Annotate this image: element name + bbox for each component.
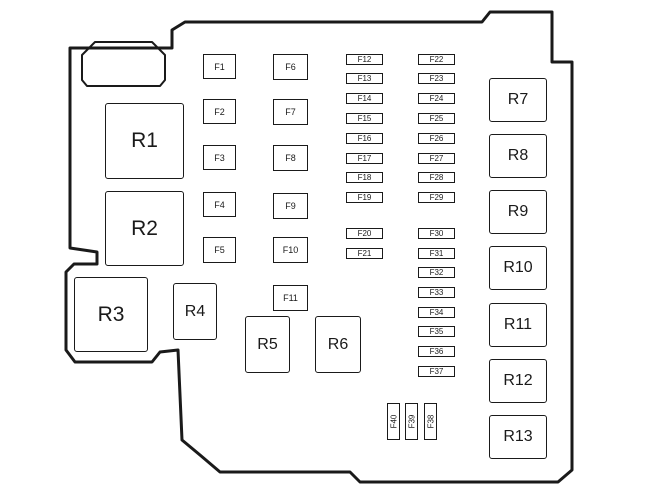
fuse-f1: F1 xyxy=(203,54,236,79)
fuse-f34: F34 xyxy=(418,307,455,318)
fuse-f13: F13 xyxy=(346,73,383,84)
relay-r6: R6 xyxy=(315,316,361,373)
fuse-f33: F33 xyxy=(418,287,455,298)
fuse-f5: F5 xyxy=(203,237,236,263)
fuse-f27: F27 xyxy=(418,153,455,164)
fuse-box-outline xyxy=(64,10,574,484)
relay-r9: R9 xyxy=(489,190,547,234)
fuse-f36: F36 xyxy=(418,346,455,357)
fuse-f14: F14 xyxy=(346,93,383,104)
relay-r13: R13 xyxy=(489,415,547,459)
connector-outline xyxy=(81,41,166,87)
relay-r2: R2 xyxy=(105,191,184,266)
fuse-f20: F20 xyxy=(346,228,383,239)
fuse-f16: F16 xyxy=(346,133,383,144)
fuse-f22: F22 xyxy=(418,54,455,65)
fuse-f9: F9 xyxy=(273,193,308,219)
relay-r11: R11 xyxy=(489,303,547,347)
fuse-f40-label: F40 xyxy=(389,414,399,429)
fuse-f15: F15 xyxy=(346,113,383,124)
fuse-f12: F12 xyxy=(346,54,383,65)
fuse-f23: F23 xyxy=(418,73,455,84)
relay-r1: R1 xyxy=(105,103,184,179)
fuse-f37: F37 xyxy=(418,366,455,377)
relay-r7: R7 xyxy=(489,78,547,122)
fuse-f35: F35 xyxy=(418,326,455,337)
fuse-f24: F24 xyxy=(418,93,455,104)
relay-r5: R5 xyxy=(245,316,290,373)
relay-r8: R8 xyxy=(489,134,547,178)
fuse-f25: F25 xyxy=(418,113,455,124)
fuse-f17: F17 xyxy=(346,153,383,164)
fuse-f32: F32 xyxy=(418,267,455,278)
fuse-f8: F8 xyxy=(273,145,308,171)
fuse-f11: F11 xyxy=(273,285,308,311)
fuse-f21: F21 xyxy=(346,248,383,259)
relay-r3: R3 xyxy=(74,277,148,352)
fuse-f26: F26 xyxy=(418,133,455,144)
fuse-f7: F7 xyxy=(273,99,308,125)
fuse-f4: F4 xyxy=(203,192,236,217)
fuse-f6: F6 xyxy=(273,54,308,80)
relay-r12: R12 xyxy=(489,359,547,403)
fuse-f28: F28 xyxy=(418,172,455,183)
fuse-f29: F29 xyxy=(418,192,455,203)
fuse-f10: F10 xyxy=(273,237,308,263)
fuse-f19: F19 xyxy=(346,192,383,203)
fuse-f31: F31 xyxy=(418,248,455,259)
fuse-f30: F30 xyxy=(418,228,455,239)
relay-r4: R4 xyxy=(173,283,217,340)
fuse-f39: F39 xyxy=(405,403,418,440)
fuse-f2: F2 xyxy=(203,99,236,124)
fuse-f38-label: F38 xyxy=(426,414,436,429)
fuse-f38: F38 xyxy=(424,403,437,440)
fuse-f3: F3 xyxy=(203,145,236,170)
relay-r10: R10 xyxy=(489,246,547,290)
fuse-f18: F18 xyxy=(346,172,383,183)
fuse-f40: F40 xyxy=(387,403,400,440)
fuse-f39-label: F39 xyxy=(407,414,417,429)
